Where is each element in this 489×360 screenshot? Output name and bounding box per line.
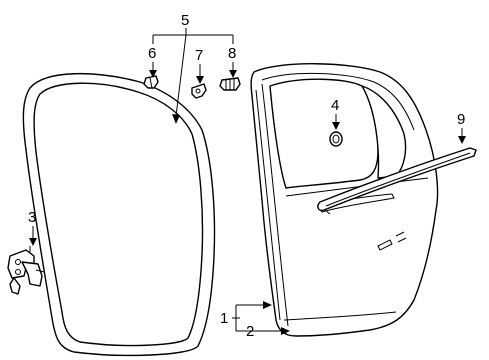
door-emblem: [329, 131, 343, 147]
leader-8: [229, 62, 237, 78]
callout-4: 4: [331, 97, 339, 114]
callout-1: 1: [220, 310, 228, 327]
leader-3: [29, 226, 37, 246]
leader-group-5: [152, 28, 234, 124]
clip-part-7: [191, 83, 207, 99]
rear-door-shell: [250, 63, 439, 337]
door-weatherstrip: [22, 72, 216, 357]
leader-6: [149, 62, 157, 78]
door-hinge: [7, 246, 45, 295]
callout-8: 8: [228, 45, 236, 62]
leader-9: [458, 128, 466, 144]
callout-3: 3: [28, 209, 36, 226]
belt-moulding: [317, 147, 477, 212]
leader-7: [196, 64, 204, 84]
callout-7: 7: [195, 47, 203, 64]
clip-part-8: [219, 77, 241, 91]
callout-2: 2: [246, 323, 254, 340]
leader-1-2: [232, 301, 290, 335]
callout-9: 9: [457, 111, 465, 128]
leader-4: [332, 114, 340, 130]
callout-6: 6: [148, 45, 156, 62]
clip-part-6: [143, 75, 159, 89]
callout-5: 5: [181, 12, 189, 29]
